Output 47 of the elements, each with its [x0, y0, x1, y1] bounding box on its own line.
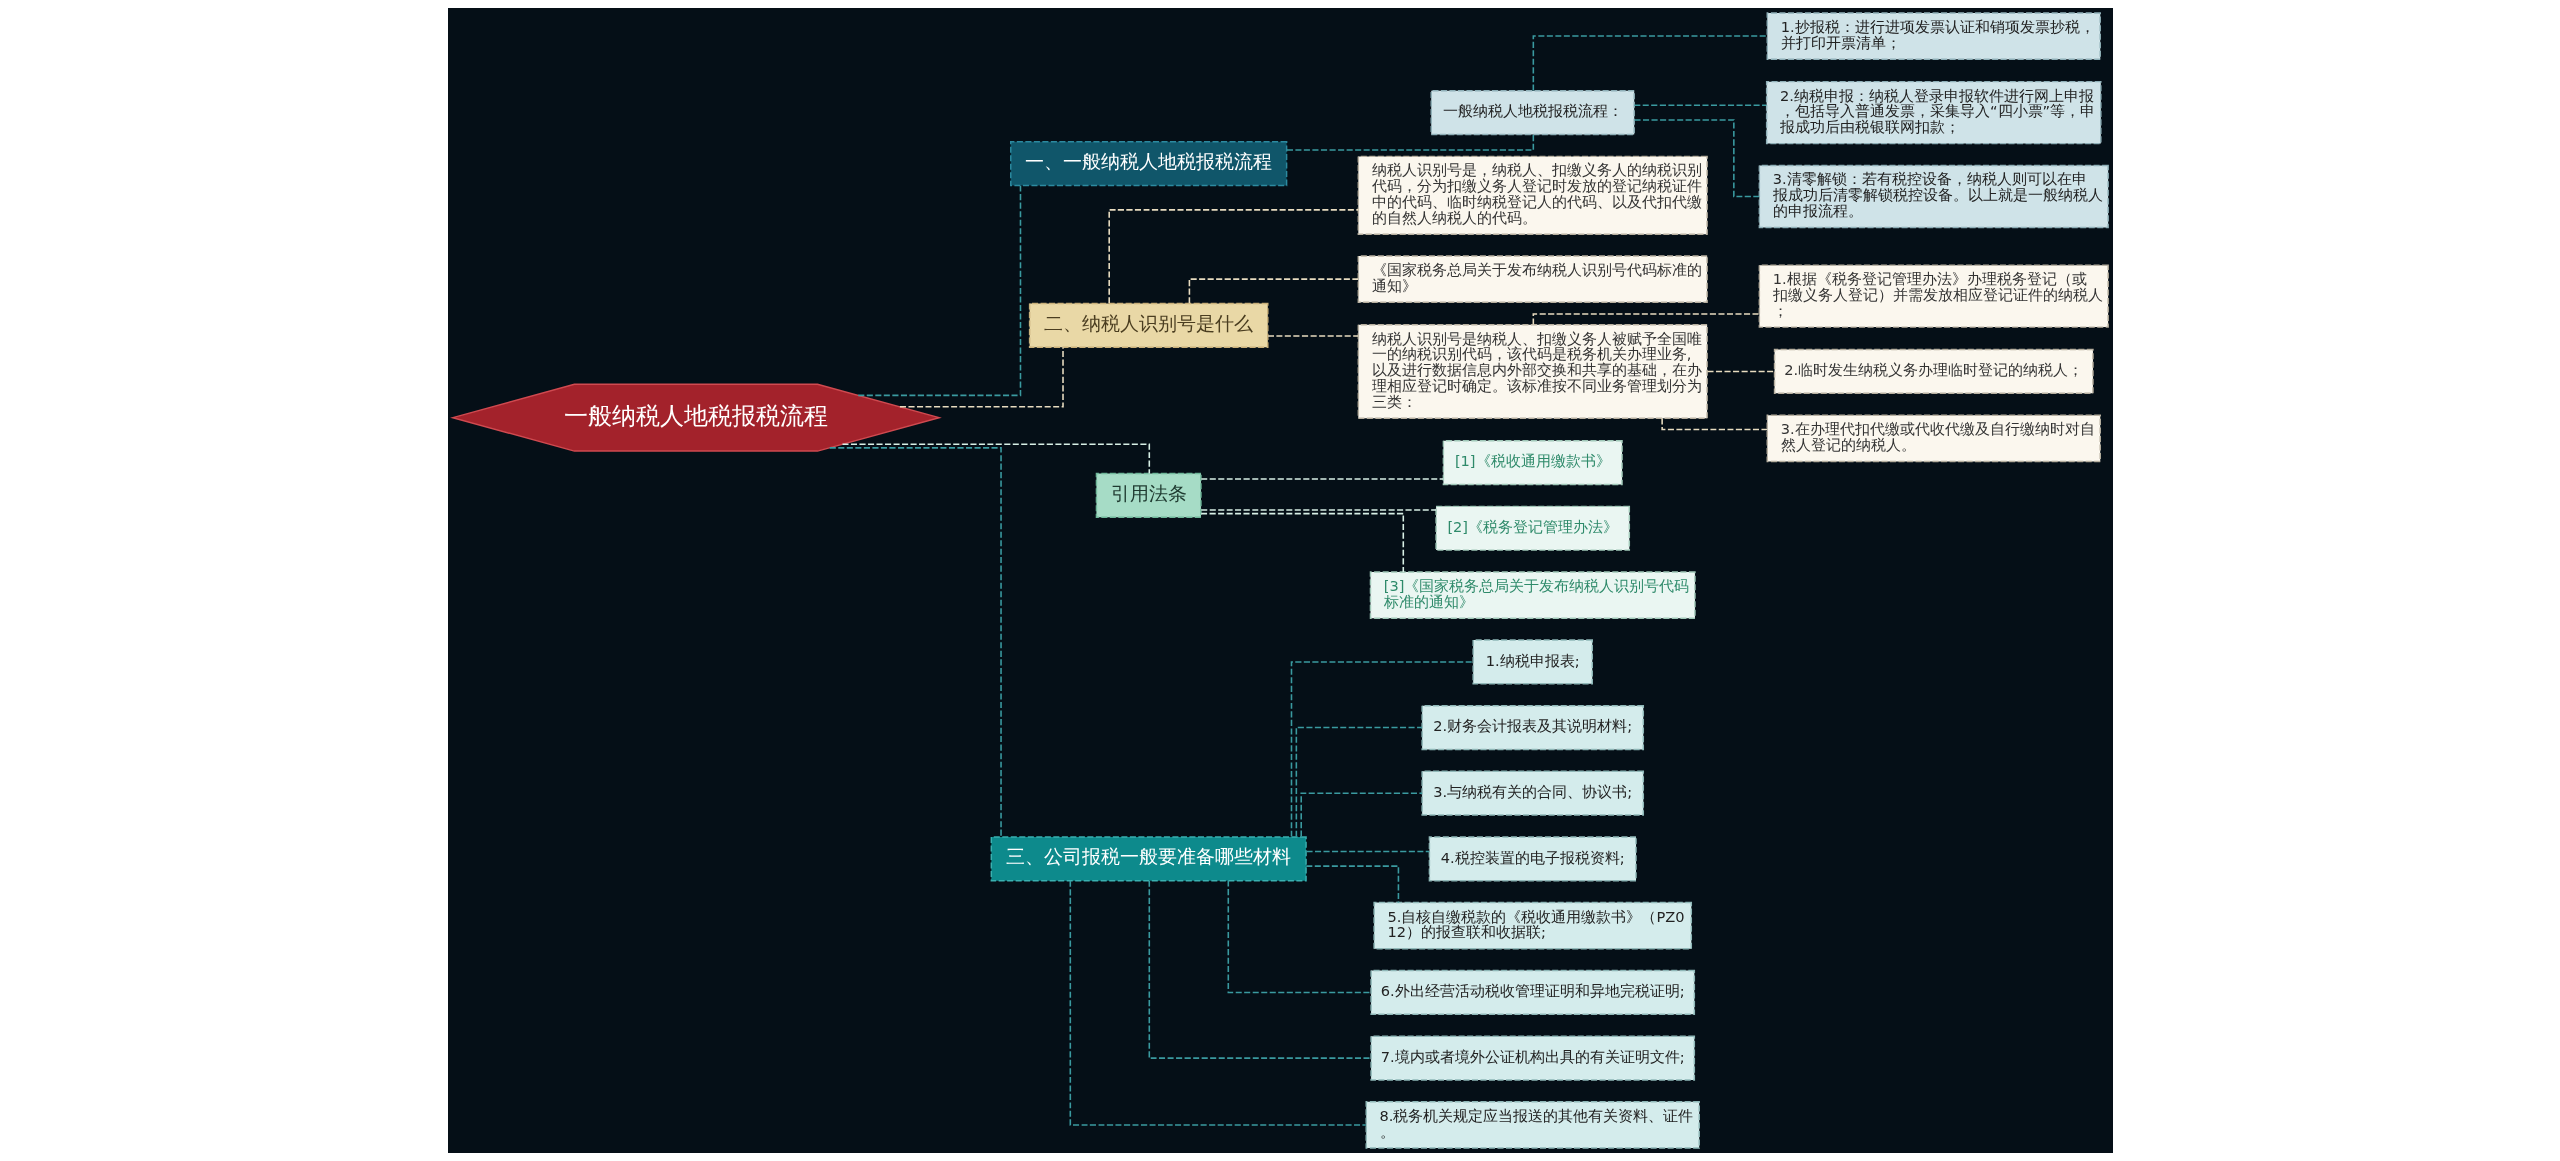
node-box: 4.税控装置的电子报税资料;: [1428, 836, 1637, 882]
connector: [1148, 880, 1371, 1059]
node-box: 1.根据《税务登记管理办法》办理税务登记（或扣缴义务人登记）并需发放相应登记证件的纳税人；: [1758, 264, 2109, 328]
node-box: 8.税务机关规定应当报送的其他有关资料、证件。: [1365, 1101, 1700, 1149]
node-box: 引用法条: [1095, 472, 1202, 519]
connector: [1266, 335, 1359, 337]
connector: [1107, 209, 1359, 304]
node-box: 《国家税务总局关于发布纳税人识别号代码标准的通知》: [1357, 255, 1708, 303]
node-box: 纳税人识别号是，纳税人、扣缴义务人的纳税识别代码，分为扣缴义务人登记时发放的登记纳税证件中的代码、临时纳税登记人的代码、以及代扣代缴的自然人纳税人的代码。: [1357, 155, 1708, 235]
node-box: 5.自核自缴税款的《税收通用缴款书》（PZ012）的报查联和收据联;: [1372, 901, 1692, 950]
connector: [856, 185, 1021, 397]
connector: [1227, 880, 1371, 994]
connector: [1200, 478, 1444, 480]
connector: [828, 447, 1002, 838]
connector: [1295, 726, 1423, 838]
node-box: 纳税人识别号是纳税人、扣缴义务人被赋予全国唯一的纳税识别代码，该代码是税务机关办理业务,以及进行数据信息内外部交换和共享的基础，在办理相应登记时确定。该标准按不同业务管理划分为三类：: [1357, 323, 1708, 419]
connector: [1285, 134, 1534, 151]
connector: [1290, 661, 1474, 838]
node-box: 三、公司报税一般要准备哪些材料: [990, 836, 1307, 882]
connector: [1660, 417, 1768, 431]
connector: [841, 443, 1150, 475]
connector: [1532, 35, 1768, 92]
node-box: 2.财务会计报表及其说明材料;: [1420, 704, 1644, 751]
node-box: 2.临时发生纳税义务办理临时登记的纳税人；: [1773, 348, 2094, 395]
connector: [898, 346, 1064, 408]
node-box: 一般纳税人地税报税流程：: [1430, 90, 1635, 136]
node-box: 二、纳税人识别号是什么: [1028, 302, 1268, 348]
node-box: 3.与纳税有关的合同、协议书;: [1420, 770, 1644, 816]
node-box: 1.纳税申报表;: [1471, 639, 1593, 685]
connector: [1304, 865, 1399, 904]
node-box: 一、一般纳税人地税报税流程: [1009, 141, 1287, 187]
connector: [1069, 880, 1367, 1126]
connector: [1200, 509, 1437, 511]
connector: [1633, 104, 1767, 107]
connector: [1199, 512, 1404, 573]
connector: [1305, 850, 1430, 853]
node-box: [2]《税务登记管理办法》: [1434, 505, 1630, 551]
node-box: 1.抄报税：进行进项发票认证和销项发票抄税，并打印开票清单；: [1766, 12, 2101, 60]
node-box: [3]《国家税务总局关于发布纳税人识别号代码标准的通知》: [1369, 571, 1696, 619]
connector: [1299, 792, 1423, 838]
node-box: [1]《税收通用缴款书》: [1442, 440, 1623, 486]
node-box: 3.清零解锁：若有税控设备，纳税人则可以在申报成功后清零解锁税控设备。以上就是一般纳税人的申报流程。: [1758, 164, 2109, 229]
node-box: 2.纳税申报：纳税人登录申报软件进行网上申报，包括导入普通发票，采集导入“四小票”等，申报成功后由税银联网扣款；: [1765, 80, 2102, 145]
connector: [1706, 370, 1775, 373]
node-box: 6.外出经营活动税收管理证明和异地完税证明;: [1369, 969, 1695, 1016]
node-box: 3.在办理代扣代缴或代收代缴及自行缴纳时对自然人登记的纳税人。: [1766, 414, 2101, 463]
node-box: 7.境内或者境外公证机构出具的有关证明文件;: [1369, 1035, 1695, 1081]
